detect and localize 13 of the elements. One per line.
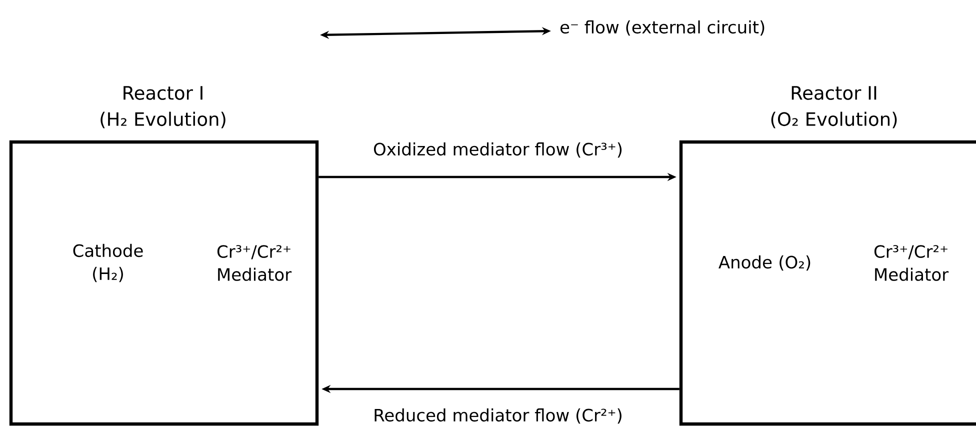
reactor-box: Anode (O₂) Cr³⁺/Cr²⁺ Mediator <box>679 140 976 426</box>
edge-label: Oxidized mediator flow (Cr³⁺) <box>372 141 624 159</box>
edge-label: Reduced mediator flow (Cr²⁺) <box>372 407 624 425</box>
node-label: Cathode (H₂) <box>73 244 143 282</box>
reactor-heading: (H₂ Evolution) <box>100 112 226 128</box>
reactor-heading: Reactor II <box>792 86 876 100</box>
reactor-heading: Reactor I <box>124 86 202 100</box>
node-label: Cr³⁺/Cr²⁺ Mediator <box>217 245 292 281</box>
reactor-heading: (O₂ Evolution) <box>771 112 897 128</box>
reactor-box: Cathode (H₂) Cr³⁺/Cr²⁺ Mediator <box>9 140 319 426</box>
legend-text: e⁻ flow (external circuit) <box>560 20 764 36</box>
node-label: Cr³⁺/Cr²⁺ Mediator <box>874 245 949 281</box>
node-label: Anode (O₂) <box>718 255 810 271</box>
